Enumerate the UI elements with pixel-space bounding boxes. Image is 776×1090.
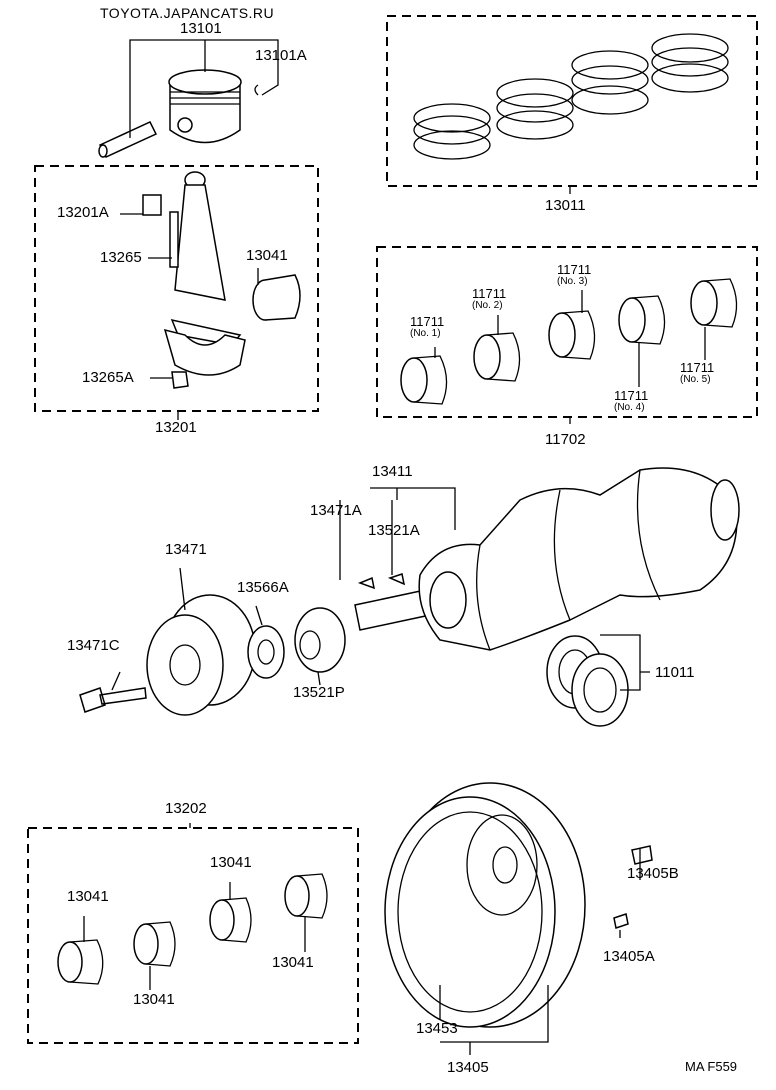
label-13101: 13101 [180, 20, 222, 37]
label-13041-b: 13041 [67, 888, 109, 905]
drive-plate-pin-drawing [613, 913, 629, 929]
crankshaft-leaders [339, 487, 456, 580]
label-13201: 13201 [155, 419, 197, 436]
label-no5: (No. 5) [680, 374, 711, 385]
label-11702: 11702 [545, 431, 586, 448]
label-13471a: 13471A [310, 502, 362, 519]
label-11711-no5: 11711 [680, 360, 715, 375]
label-13521p: 13521P [293, 684, 345, 701]
conrod-drawing [142, 171, 246, 389]
label-13471: 13471 [165, 541, 207, 558]
pulley-leaders [111, 567, 650, 691]
label-11711-no1: 11711 [410, 314, 445, 329]
label-11711-no4: 11711 [614, 388, 649, 403]
label-13411: 13411 [372, 463, 413, 480]
thrust-washers-drawing [546, 635, 629, 727]
label-13041-top: 13041 [246, 247, 288, 264]
spacer-drawing [247, 625, 285, 679]
label-13405: 13405 [447, 1059, 489, 1076]
label-no1: (No. 1) [410, 328, 441, 339]
flywheel-leaders [439, 848, 641, 1055]
conrod-bearing-leaders [83, 823, 306, 990]
label-13521a: 13521A [368, 522, 420, 539]
conrod-leaders [120, 213, 259, 420]
crank-pulley-drawing [146, 594, 256, 716]
label-13202: 13202 [165, 800, 207, 817]
label-13566a: 13566A [237, 579, 289, 596]
conrod-bearing-top-drawing [252, 274, 301, 321]
conrod-bearing-set-box [27, 827, 359, 1044]
label-13041-d: 13041 [133, 991, 175, 1008]
timing-pulley-drawing [294, 607, 346, 673]
label-13011: 13011 [545, 197, 586, 214]
label-13405a: 13405A [603, 948, 655, 965]
label-13101a: 13101A [255, 47, 307, 64]
pulley-bolt-drawing [79, 687, 147, 713]
key-b-drawing [387, 573, 406, 586]
label-13405b: 13405B [627, 865, 679, 882]
crankshaft-drawing [354, 467, 740, 651]
figure-code: MA F559 [685, 1059, 738, 1074]
conrod-assy-box [34, 165, 319, 412]
watermark: TOYOTA.JAPANCATS.RU [100, 5, 275, 21]
main-bearings-drawing [400, 278, 738, 405]
label-no2: (No. 2) [472, 300, 503, 311]
key-a-drawing [357, 576, 375, 590]
label-13041-c: 13041 [272, 954, 314, 971]
main-bearing-set-box [376, 246, 758, 418]
piston-pin-drawing [98, 121, 158, 158]
label-no4: (No. 4) [614, 402, 645, 413]
main-bearing-leaders [434, 290, 706, 424]
snap-ring-drawing [254, 84, 259, 96]
piston-rings-drawing [413, 33, 729, 160]
label-13201a: 13201A [57, 204, 109, 221]
drive-plate-bolt-drawing [631, 845, 653, 865]
piston-leaders [129, 39, 279, 138]
label-13041-a: 13041 [210, 854, 252, 871]
flywheel-drawing [384, 782, 586, 1028]
label-11711-no3: 11711 [557, 262, 592, 277]
label-11011: 11011 [655, 664, 695, 681]
piston-drawing [168, 69, 242, 144]
conrod-bearings-drawing [57, 873, 328, 985]
label-13471c: 13471C [67, 637, 120, 654]
label-13453: 13453 [416, 1020, 458, 1037]
label-13265a: 13265A [82, 369, 134, 386]
label-13265: 13265 [100, 249, 142, 266]
piston-ring-set-box [386, 15, 758, 187]
label-no3: (No. 3) [557, 276, 588, 287]
label-11711-no2: 11711 [472, 286, 507, 301]
